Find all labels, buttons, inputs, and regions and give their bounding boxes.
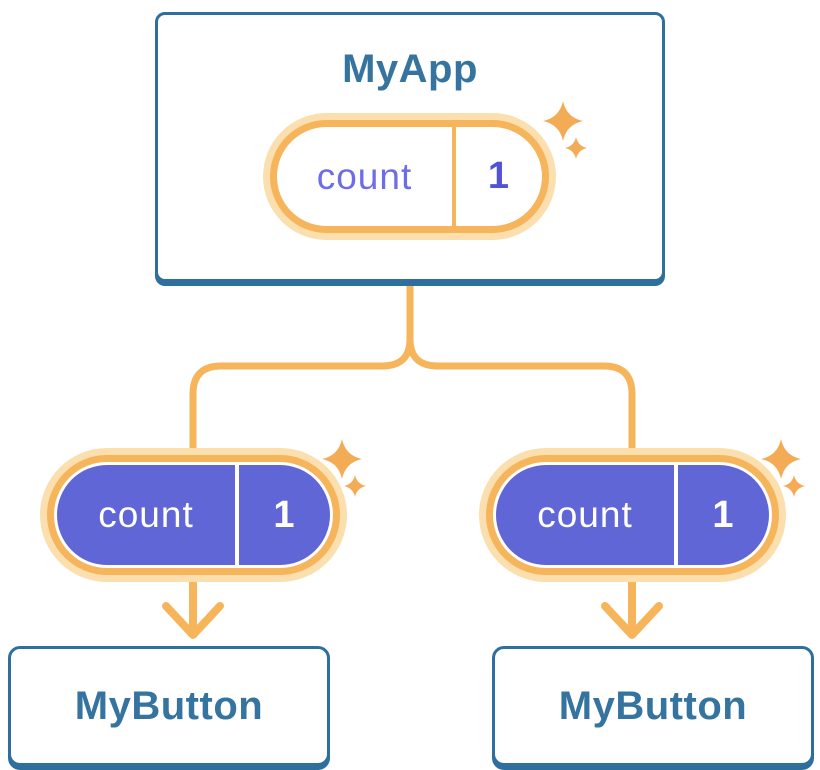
mybutton-card-right: MyButton (492, 646, 814, 766)
component-title: MyButton (558, 683, 748, 728)
state-value: 1 (712, 493, 735, 536)
arrow-down-right-icon (601, 568, 663, 639)
state-value: 1 (487, 155, 511, 197)
arrow-down-left-icon (162, 568, 224, 639)
mybutton-card-left: MyButton (8, 646, 330, 766)
state-name: count (316, 155, 413, 197)
state-value: 1 (273, 493, 296, 536)
state-pill-body: count 1 (57, 465, 330, 565)
component-title: MyButton (74, 683, 264, 728)
state-pill-body: count 1 (277, 127, 542, 226)
state-pill-child-left: count 1 (47, 455, 340, 575)
pill-divider (235, 465, 239, 565)
state-pill-root: count 1 (270, 120, 549, 233)
component-title: MyApp (342, 47, 478, 91)
state-pill-child-right: count 1 (486, 455, 779, 575)
state-pill-body: count 1 (496, 465, 769, 565)
state-name: count (98, 494, 194, 535)
branch-left-line (189, 283, 414, 474)
state-name: count (537, 494, 633, 535)
pill-divider (674, 465, 678, 565)
pill-divider (452, 127, 456, 226)
branch-right-line (406, 283, 636, 474)
